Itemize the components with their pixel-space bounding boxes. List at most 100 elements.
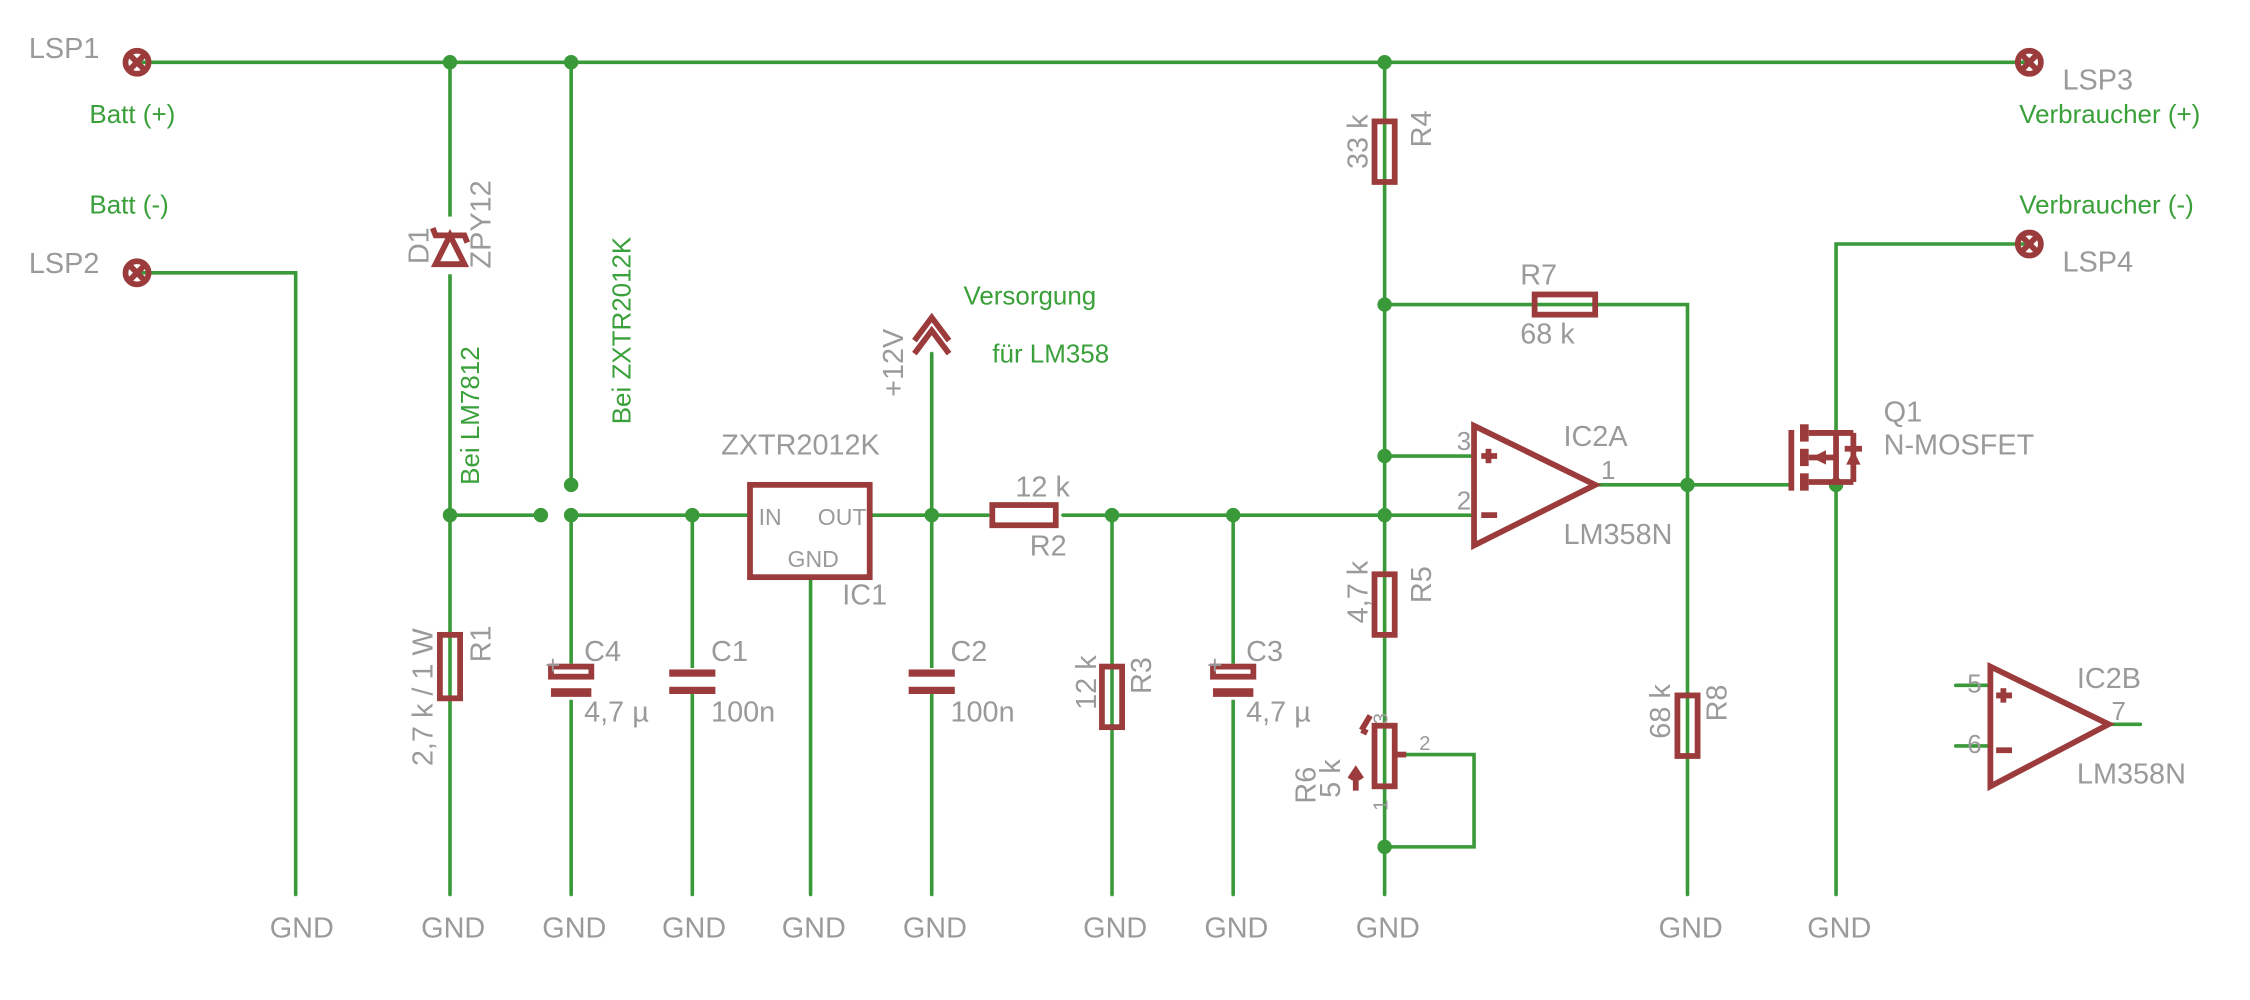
r5-resistor — [1371, 571, 1398, 638]
junction — [442, 507, 458, 523]
c4-value: 4,7 µ — [584, 696, 649, 728]
r8-resistor — [1674, 692, 1701, 759]
junction — [1377, 839, 1392, 855]
c2-capacitor — [908, 668, 955, 694]
d1-zener-diode — [430, 216, 470, 275]
c3-name: C3 — [1246, 636, 1283, 668]
r6-pin2: 2 — [1419, 733, 1430, 755]
ic2b-value: LM358N — [2077, 758, 2186, 790]
connector-lsp3 — [2014, 47, 2044, 77]
c4-name: C4 — [584, 636, 621, 668]
r7-value: 68 k — [1520, 319, 1575, 351]
ic1-value: ZXTR2012K — [721, 430, 880, 462]
bei-lm7812-note: Bei LM7812 — [455, 346, 485, 485]
ic2b-opamp — [1987, 661, 2116, 792]
wires — [135, 60, 2143, 897]
junction — [1377, 507, 1392, 523]
connector-lsp1 — [122, 47, 152, 77]
c2-value: 100n — [950, 696, 1014, 728]
gnd-label: GND — [1807, 913, 1871, 945]
batt-minus-label: Batt (-) — [89, 190, 168, 220]
r6-name: R6 — [1290, 767, 1322, 804]
d1-name: D1 — [403, 227, 435, 264]
ic2a-value: LM358N — [1563, 519, 1672, 551]
plus12v-supply-symbol — [912, 312, 952, 356]
connector-lsp2 — [122, 258, 152, 288]
gnd-label: GND — [1659, 913, 1723, 945]
c3-value: 4,7 µ — [1246, 696, 1311, 728]
lsp2-label: LSP2 — [29, 248, 100, 280]
junction — [1377, 55, 1392, 70]
ic2a-opamp — [1471, 421, 1602, 551]
junction — [1377, 297, 1392, 312]
gnd-label: GND — [1204, 913, 1268, 945]
r6-trimmer — [1347, 714, 1407, 791]
junction — [1225, 507, 1241, 523]
junction — [533, 507, 549, 523]
r8-name: R8 — [1701, 685, 1733, 722]
junction — [1377, 448, 1392, 464]
c2-name: C2 — [950, 636, 987, 668]
r1-resistor — [437, 631, 463, 702]
q1-mosfet — [1788, 424, 1863, 491]
r6-value: 5 k — [1315, 759, 1347, 798]
r7-resistor — [1531, 291, 1599, 318]
q1-value: N-MOSFET — [1884, 430, 2035, 462]
ic2b-pin7: 7 — [2112, 696, 2126, 726]
load-minus-label: Verbraucher (-) — [2019, 190, 2194, 220]
ic1-pin-out: OUT — [818, 504, 867, 530]
batt-plus-label: Batt (+) — [89, 99, 175, 129]
r6-pin1: 1 — [1371, 800, 1393, 811]
r2-name: R2 — [1030, 531, 1067, 563]
c1-name: C1 — [711, 636, 748, 668]
ic2a-pin3: 3 — [1457, 426, 1471, 456]
r5-name: R5 — [1406, 566, 1438, 603]
r3-value: 12 k — [1071, 655, 1103, 710]
ic2a-name: IC2A — [1563, 421, 1628, 453]
lsp4-label: LSP4 — [2063, 246, 2134, 278]
r4-value: 33 k — [1342, 114, 1374, 169]
ic1-pin-gnd: GND — [788, 546, 839, 572]
junction — [563, 55, 579, 70]
ic2a-pin1: 1 — [1601, 455, 1615, 485]
junction — [924, 507, 939, 523]
r8-value: 68 k — [1645, 684, 1677, 739]
r5-value: 4,7 k — [1342, 560, 1374, 623]
lsp3-label: LSP3 — [2063, 65, 2134, 97]
r3-resistor — [1099, 663, 1125, 731]
junction — [563, 477, 579, 493]
ic2b-name: IC2B — [2077, 663, 2141, 695]
svg-text:+: + — [545, 650, 560, 680]
r4-resistor — [1371, 118, 1398, 185]
junctions — [442, 55, 1844, 855]
c1-value: 100n — [711, 696, 775, 728]
svg-text:+: + — [1207, 650, 1222, 680]
q1-name: Q1 — [1884, 396, 1922, 428]
r1-name: R1 — [465, 625, 497, 662]
junction — [685, 507, 700, 523]
junction — [563, 507, 579, 523]
bei-zxtr-note: Bei ZXTR2012K — [606, 236, 636, 424]
r1-value: 2,7 k / 1 W — [408, 628, 440, 767]
gnd-label: GND — [1083, 913, 1147, 945]
supply-note-line2: für LM358 — [992, 338, 1109, 368]
junction — [1680, 477, 1695, 493]
gnd-label: GND — [542, 913, 606, 945]
supply-note-line1: Versorgung — [963, 281, 1096, 311]
r7-name: R7 — [1520, 259, 1557, 291]
junction — [1104, 507, 1120, 523]
ic1-pin-in: IN — [759, 504, 782, 530]
r2-value: 12 k — [1015, 471, 1070, 503]
gnd-label: GND — [662, 913, 726, 945]
ic2b-pin5: 5 — [1967, 669, 1981, 699]
load-plus-label: Verbraucher (+) — [2019, 99, 2200, 129]
ic1-regulator — [747, 481, 873, 581]
c4-capacitor: + — [545, 650, 595, 700]
gnd-label: GND — [782, 913, 846, 945]
r4-name: R4 — [1406, 110, 1438, 147]
gnd-label: GND — [1356, 913, 1420, 945]
gnd-label: GND — [903, 913, 967, 945]
c1-capacitor — [669, 668, 716, 694]
ic2b-pin6: 6 — [1967, 729, 1981, 759]
